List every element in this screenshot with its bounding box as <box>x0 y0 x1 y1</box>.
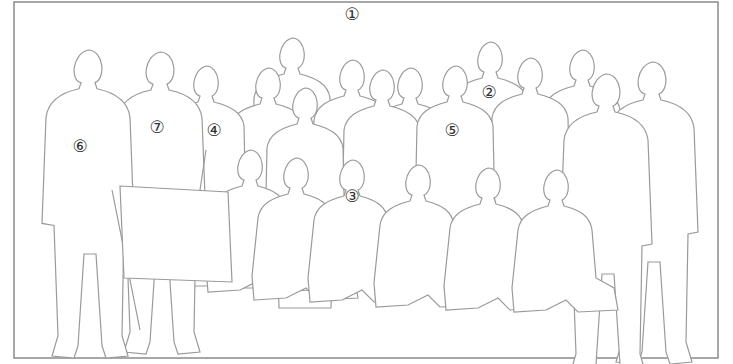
banner-pole <box>200 150 206 190</box>
callout-number: ④ <box>206 120 221 140</box>
callout-number: ③ <box>344 186 359 206</box>
callout-number: ⑥ <box>72 136 87 156</box>
side-figures <box>42 50 698 364</box>
callout-number: ⑤ <box>444 120 459 140</box>
banner <box>112 150 232 330</box>
person-outline <box>512 170 618 312</box>
callout-number: ① <box>344 4 359 24</box>
callout-number: ⑦ <box>149 117 164 137</box>
banner-board <box>120 186 232 282</box>
front-row <box>206 150 618 312</box>
callout-number: ② <box>481 82 496 102</box>
